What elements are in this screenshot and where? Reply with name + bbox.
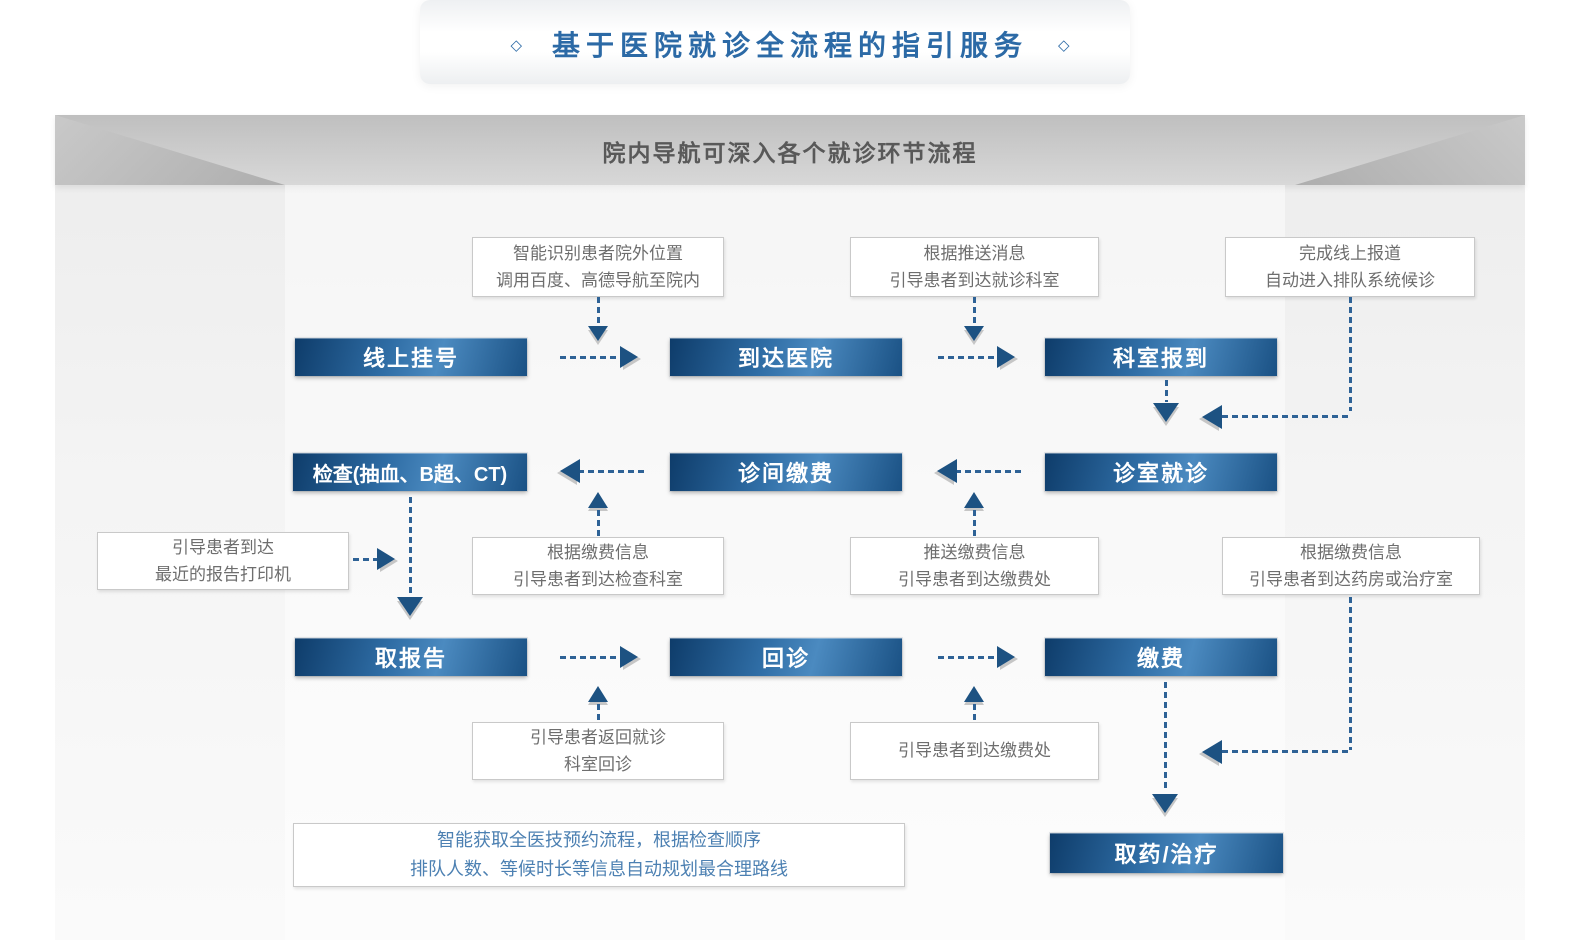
arrow-down-icon <box>588 326 608 341</box>
note-line: 排队人数、等候时长等信息自动规划最合理路线 <box>410 859 788 879</box>
arrow-left-icon <box>560 459 580 483</box>
arrow-up-icon <box>588 492 608 508</box>
arrow-up-icon <box>964 492 984 508</box>
note-line: 智能识别患者院外位置 <box>513 243 683 263</box>
note-outdoor-nav: 智能识别患者院外位置 调用百度、高德导航至院内 <box>472 237 724 297</box>
connector-to-pharmacy-down <box>1349 597 1352 750</box>
flow-node-clinic-payment: 诊间缴费 <box>670 453 902 491</box>
note-to-exam-dept: 根据缴费信息 引导患者到达检查科室 <box>472 537 724 595</box>
note-line: 智能获取全医技预约流程，根据检查顺序 <box>437 830 761 851</box>
note-line: 引导患者返回就诊 <box>530 727 666 747</box>
arrow-clinic-payment-to-examination <box>578 470 648 473</box>
arrow-dept-checkin-to-consult-room <box>1165 380 1168 402</box>
note-line: 调用百度、高德导航至院内 <box>496 271 700 290</box>
arrow-down-icon <box>1153 403 1179 422</box>
panel-header-title: 院内导航可深入各个就诊环节流程 <box>602 140 978 166</box>
title-row: ◇ 基于医院就诊全流程的指引服务 ◇ <box>0 0 1580 88</box>
arrow-right-icon <box>997 346 1015 368</box>
arrow-arrive-hospital-to-dept-checkin <box>938 356 998 359</box>
note-line: 引导患者到达就诊科室 <box>889 271 1060 290</box>
note-report-printer: 引导患者到达 最近的报告打印机 <box>97 532 349 590</box>
flow-node-consult-room: 诊室就诊 <box>1045 453 1277 491</box>
page-title: 基于医院就诊全流程的指引服务 <box>551 30 1028 61</box>
diamond-ornament-left-icon: ◇ <box>510 37 522 54</box>
arrow-up-icon <box>964 686 984 702</box>
note-line: 科室回诊 <box>564 755 632 774</box>
note-smart-route: 智能获取全医技预约流程，根据检查顺序 排队人数、等候时长等信息自动规划最合理路线 <box>293 823 905 887</box>
arrow-left-icon <box>1202 740 1222 764</box>
note-line: 推送缴费信息 <box>923 542 1026 562</box>
arrow-down-icon <box>964 326 984 341</box>
note-line: 根据缴费信息 <box>547 542 649 562</box>
flow-node-dept-checkin: 科室报到 <box>1045 338 1277 376</box>
note-line: 引导患者到达缴费处 <box>898 570 1051 589</box>
panel-header-band: 院内导航可深入各个就诊环节流程 <box>55 115 1525 185</box>
note-line: 引导患者到达缴费处 <box>898 741 1051 761</box>
arrow-left-icon <box>937 459 957 483</box>
arrow-right-icon <box>620 646 638 668</box>
arrow-return-visit-to-payment <box>938 656 998 659</box>
connector-outdoor-nav-down <box>597 297 600 324</box>
diamond-ornament-right-icon: ◇ <box>1058 37 1070 54</box>
connector-push-payment-up <box>973 510 976 536</box>
note-line: 引导患者到达 <box>172 537 274 557</box>
flow-node-arrive-hospital: 到达医院 <box>670 338 902 376</box>
note-online-checkin: 完成线上报道 自动进入排队系统候诊 <box>1225 237 1475 297</box>
connector-online-checkin-left <box>1222 415 1350 418</box>
arrow-down-icon <box>1152 794 1178 813</box>
flow-node-pharmacy-treatment: 取药/治疗 <box>1050 833 1283 873</box>
arrow-down-icon <box>397 597 423 616</box>
note-line: 自动进入排队系统候诊 <box>1265 271 1435 290</box>
flow-node-payment: 缴费 <box>1045 638 1277 676</box>
note-line: 最近的报告打印机 <box>155 565 291 584</box>
arrow-payment-to-pharmacy-treatment <box>1164 682 1167 792</box>
arrow-right-icon <box>377 548 395 570</box>
connector-to-pharmacy-left <box>1222 750 1350 753</box>
connector-to-exam-dept-up <box>597 510 600 536</box>
note-push-payment: 推送缴费信息 引导患者到达缴费处 <box>850 537 1099 595</box>
connector-online-checkin-down <box>1349 297 1352 411</box>
note-line: 根据缴费信息 <box>1300 542 1402 562</box>
note-push-message: 根据推送消息 引导患者到达就诊科室 <box>850 237 1099 297</box>
arrow-examination-to-get-report <box>409 497 412 595</box>
panel-center-column <box>285 185 1285 940</box>
connector-push-message-down <box>973 297 976 324</box>
note-to-payment: 引导患者到达缴费处 <box>850 722 1099 780</box>
arrow-left-icon <box>1202 405 1222 429</box>
arrow-right-icon <box>620 346 638 368</box>
arrow-get-report-to-return-visit <box>560 656 622 659</box>
arrow-consult-room-to-clinic-payment <box>955 470 1025 473</box>
note-line: 根据推送消息 <box>923 243 1026 263</box>
connector-return-dept-up <box>597 704 600 720</box>
connector-report-printer-right <box>353 558 377 561</box>
note-to-pharmacy: 根据缴费信息 引导患者到达药房或治疗室 <box>1222 537 1480 595</box>
note-line: 完成线上报道 <box>1299 243 1401 263</box>
flow-node-online-register: 线上挂号 <box>295 338 527 376</box>
note-return-dept: 引导患者返回就诊 科室回诊 <box>472 722 724 780</box>
flow-node-get-report: 取报告 <box>295 638 527 676</box>
connector-to-payment-up <box>973 704 976 720</box>
arrow-right-icon <box>997 646 1015 668</box>
flow-node-examination: 检查(抽血、B超、CT) <box>293 453 527 491</box>
arrow-up-icon <box>588 686 608 702</box>
arrow-online-register-to-arrive-hospital <box>560 356 622 359</box>
title-banner <box>420 0 1130 84</box>
note-line: 引导患者到达检查科室 <box>513 570 683 589</box>
note-line: 引导患者到达药房或治疗室 <box>1249 570 1453 589</box>
flow-node-return-visit: 回诊 <box>670 638 902 676</box>
